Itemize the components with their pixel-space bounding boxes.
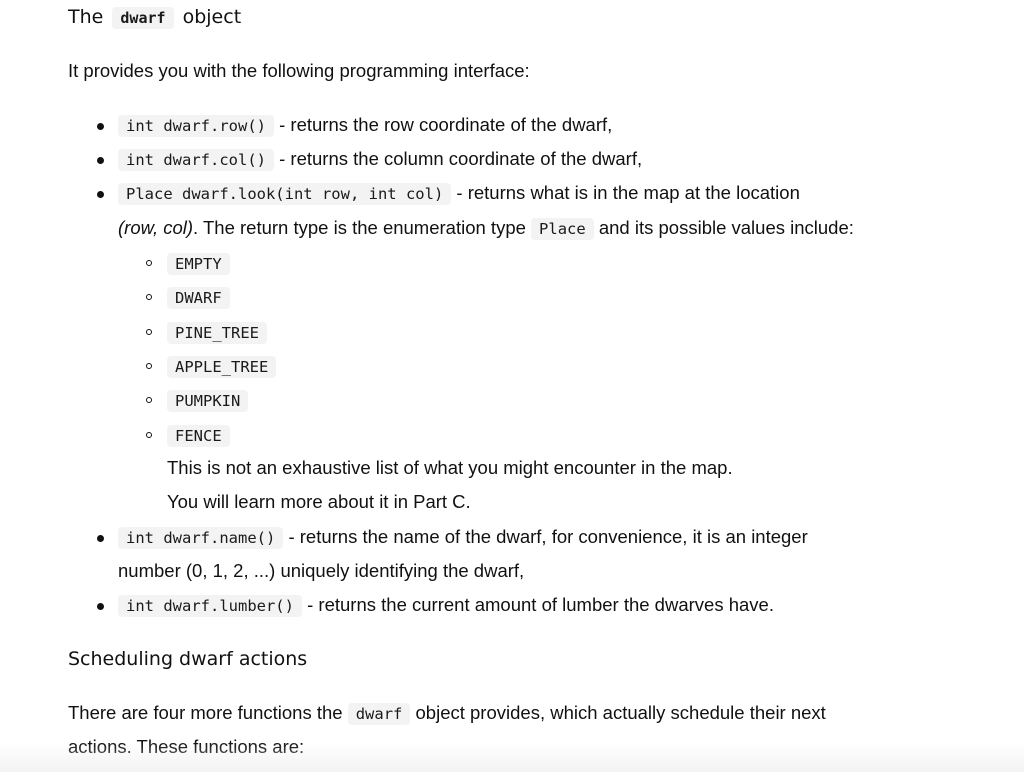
place-value-item: PINE_TREE bbox=[167, 315, 267, 350]
title-code: dwarf bbox=[112, 7, 174, 29]
method-desc: - returns the name of the dwarf, for con… bbox=[288, 526, 808, 547]
bullet-dot bbox=[97, 603, 104, 610]
sub-bullet-circle bbox=[146, 363, 152, 369]
method-code: Place dwarf.look(int row, int col) bbox=[118, 183, 452, 205]
method-desc: - returns the current amount of lumber t… bbox=[307, 594, 774, 615]
sub-bullet-circle bbox=[146, 329, 152, 335]
list-item-col: int dwarf.col() - returns the column coo… bbox=[118, 142, 642, 177]
place-value-item: EMPTY bbox=[167, 246, 230, 281]
method-desc: - returns what is in the map at the loca… bbox=[456, 182, 800, 203]
place-value-item: FENCE bbox=[167, 418, 230, 453]
method-desc: - returns the row coordinate of the dwar… bbox=[279, 114, 613, 135]
section-title-dwarf-object: The dwarf object bbox=[68, 4, 241, 31]
bullet-dot bbox=[97, 535, 104, 542]
list-item-name-continued: number (0, 1, 2, ...) uniquely identifyi… bbox=[118, 560, 525, 581]
title-prefix: The bbox=[68, 6, 104, 28]
place-value-item: APPLE_TREE bbox=[167, 349, 277, 384]
bottom-fade bbox=[0, 742, 1024, 772]
list-item-lumber: int dwarf.lumber() - returns the current… bbox=[118, 588, 774, 623]
list-item-row: int dwarf.row() - returns the row coordi… bbox=[118, 108, 612, 143]
bullet-dot bbox=[97, 191, 104, 198]
place-note: This is not an exhaustive list of what y… bbox=[167, 457, 733, 478]
section-title-scheduling: Scheduling dwarf actions bbox=[68, 648, 308, 670]
sub-bullet-circle bbox=[146, 294, 152, 300]
method-code: int dwarf.col() bbox=[118, 149, 274, 171]
place-value-item: DWARF bbox=[167, 280, 230, 315]
scheduling-paragraph: There are four more functions the dwarf … bbox=[68, 696, 826, 731]
scheduling-text-b: object provides, which actually schedule… bbox=[415, 702, 826, 723]
sub-bullet-circle bbox=[146, 432, 152, 438]
intro-paragraph: It provides you with the following progr… bbox=[68, 60, 530, 81]
method-code: int dwarf.lumber() bbox=[118, 595, 302, 617]
sub-bullet-circle bbox=[146, 397, 152, 403]
sub-bullet-circle bbox=[146, 260, 152, 266]
list-item-look-continued: (row, col). The return type is the enume… bbox=[118, 211, 854, 246]
method-desc-a: . The return type is the enumeration typ… bbox=[193, 217, 526, 238]
place-note: You will learn more about it in Part C. bbox=[167, 491, 471, 512]
method-desc: - returns the column coordinate of the d… bbox=[279, 148, 643, 169]
method-desc-em: (row, col) bbox=[118, 217, 194, 238]
bullet-dot bbox=[97, 123, 104, 130]
bullet-dot bbox=[97, 157, 104, 164]
method-code: int dwarf.row() bbox=[118, 115, 274, 137]
place-type-code: Place bbox=[531, 218, 594, 240]
method-desc-b: and its possible values include: bbox=[598, 217, 854, 238]
place-value-code: FENCE bbox=[167, 425, 230, 447]
place-value-item: PUMPKIN bbox=[167, 383, 249, 418]
method-code: int dwarf.name() bbox=[118, 527, 284, 549]
place-value-code: PINE_TREE bbox=[167, 322, 267, 344]
scheduling-text-a: There are four more functions the bbox=[68, 702, 343, 723]
place-value-code: EMPTY bbox=[167, 253, 230, 275]
place-value-code: APPLE_TREE bbox=[167, 356, 277, 378]
place-value-code: DWARF bbox=[167, 287, 230, 309]
place-value-code: PUMPKIN bbox=[167, 390, 249, 412]
title-suffix: object bbox=[182, 6, 242, 28]
list-item-name: int dwarf.name() - returns the name of t… bbox=[118, 520, 808, 555]
scheduling-code: dwarf bbox=[347, 703, 411, 725]
list-item-look: Place dwarf.look(int row, int col) - ret… bbox=[118, 176, 800, 211]
